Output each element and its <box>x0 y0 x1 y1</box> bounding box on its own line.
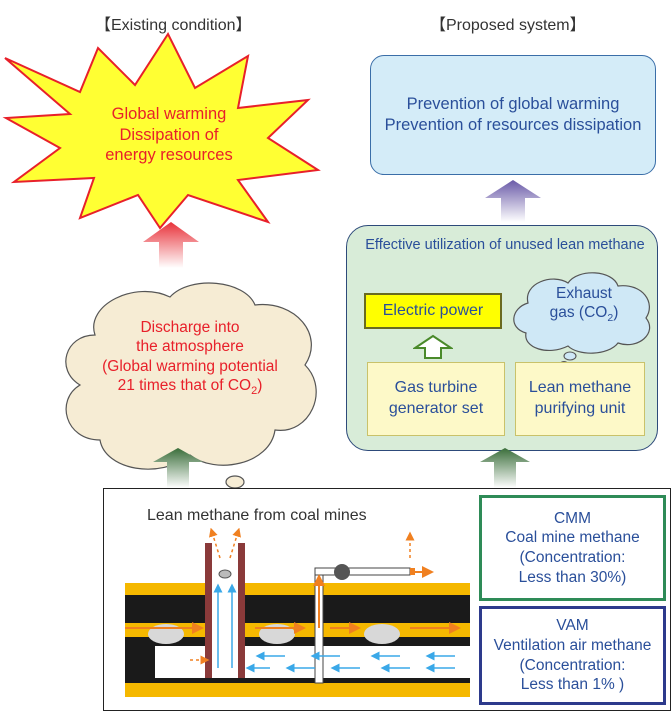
vam-line-4: Less than 1% ) <box>520 676 625 694</box>
cmm-line-3: (Concentration: <box>519 549 626 566</box>
starburst-shape <box>2 31 321 230</box>
discharge-line-3: (Global warming potential <box>102 357 278 375</box>
global-warming-starburst <box>2 31 321 230</box>
gas-turbine-line-2: generator set <box>388 400 484 417</box>
discharge-line-4: 21 times that of CO2) <box>65 376 315 399</box>
discharge-text: Discharge into the atmosphere (Global wa… <box>65 318 315 399</box>
hollow-up-arrow-icon <box>413 334 453 359</box>
pump-icon <box>334 564 350 580</box>
vam-line-1: VAM <box>556 617 589 635</box>
exhaust-co2-subscript: 2 <box>607 312 614 325</box>
utilization-title: Effective utilization of unused lean met… <box>365 237 645 253</box>
starburst-line-3: energy resources <box>105 146 233 165</box>
exhaust-line-2-pre: gas (CO <box>549 304 608 322</box>
coal-seam-top <box>125 583 470 595</box>
purple-up-arrow-icon <box>485 180 541 222</box>
discharge-co2-subscript: 2 <box>251 385 258 398</box>
coal-mine-illustration <box>125 528 470 697</box>
purifying-line-2: purifying unit <box>534 400 626 417</box>
ventilation-tunnel <box>155 646 470 678</box>
green-up-arrow-left-icon <box>153 448 203 488</box>
vam-line-2: Ventilation air methane <box>493 636 652 654</box>
fan-icon <box>218 569 232 579</box>
electric-power-box: Electric power <box>364 293 502 329</box>
cmm-line-4: Less than 30%) <box>518 568 627 586</box>
exhaust-line-2-close: ) <box>613 304 619 322</box>
coal-face-3 <box>364 624 400 644</box>
cmm-box: CMM Coal mine methane (Concentration: Le… <box>479 495 666 601</box>
exhaust-gas-text: Exhaust gas (CO2) <box>518 284 650 326</box>
header-proposed-system: 【Proposed system】 <box>430 17 586 34</box>
cmm-line-1: CMM <box>553 509 592 527</box>
exhaust-line-2: gas (CO2) <box>518 303 650 325</box>
exhaust-line-1: Exhaust <box>555 285 612 302</box>
starburst-line-1: Global warming <box>111 105 227 123</box>
prevention-line-2: Prevention of resources dissipation <box>384 116 642 134</box>
prevention-line-1: Prevention of global warming <box>406 94 620 113</box>
shaft-wall-left <box>205 543 212 678</box>
discharge-line-2: the atmosphere <box>136 338 244 356</box>
coal-seam-bottom <box>125 683 470 697</box>
green-up-arrow-right-icon <box>480 448 530 488</box>
drainage-pipe-horizontal <box>314 567 411 576</box>
discharge-line-4-pre: 21 times that of CO <box>117 377 252 395</box>
starburst-text: Global warming Dissipation of energy res… <box>84 104 254 166</box>
vam-box: VAM Ventilation air methane (Concentrati… <box>479 606 666 705</box>
purifying-line-1: Lean methane <box>528 379 632 397</box>
discharge-line-4-post: ) <box>257 377 263 395</box>
red-up-arrow-icon <box>143 222 199 268</box>
cmm-line-2: Coal mine methane <box>505 529 640 547</box>
prevention-box: Prevention of global warming Prevention … <box>370 55 656 175</box>
purifying-unit-box: Lean methane purifying unit <box>515 362 645 436</box>
gas-turbine-box: Gas turbine generator set <box>367 362 505 436</box>
starburst-line-2: Dissipation of <box>119 125 219 144</box>
shaft-wall-right <box>238 543 245 678</box>
header-existing-condition: 【Existing condition】 <box>95 17 252 34</box>
coal-mine-title: Lean methane from coal mines <box>147 507 367 524</box>
discharge-line-1: Discharge into <box>140 319 240 336</box>
vam-line-3: (Concentration: <box>519 656 626 674</box>
gas-turbine-line-1: Gas turbine <box>394 379 478 397</box>
